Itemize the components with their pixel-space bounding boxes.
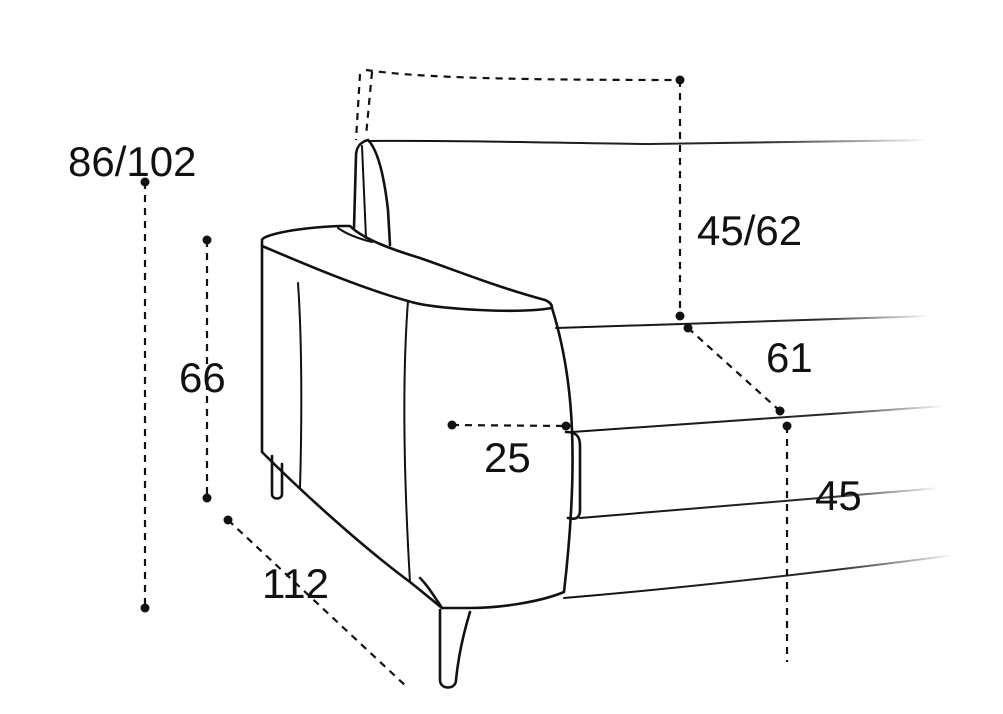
seat-height-label: 45 (815, 472, 862, 519)
seat-front-bottom (579, 487, 941, 519)
sofa-drawing (260, 138, 956, 689)
dimension-labels: 86/102 66 112 45/62 61 25 45 (68, 138, 862, 607)
sofa-base-line (563, 554, 956, 599)
armrest-width-label: 25 (484, 434, 531, 481)
backrest-cushion (352, 138, 392, 247)
armrest-outer-side (260, 244, 444, 610)
armrest-seam-2 (403, 300, 411, 583)
seat-depth-dot-bottom (775, 406, 785, 416)
depth-dot (223, 515, 233, 525)
armrest-height-dot-bottom (202, 493, 212, 503)
seat-depth-label: 61 (766, 334, 813, 381)
total-height-dot-bottom (140, 603, 150, 613)
backrest-height-dot-top (675, 75, 685, 85)
backrest-top-line (369, 139, 931, 146)
seat-back-line (555, 315, 931, 329)
backrest-height-dot-bottom (675, 311, 685, 321)
backrest-height-label: 45/62 (697, 207, 802, 254)
armrest-width-dot-left (447, 420, 457, 430)
dimension-lines (140, 68, 792, 689)
depth-label: 112 (262, 560, 329, 607)
depth-line (227, 519, 409, 689)
total-height-dot-top (140, 177, 150, 187)
backrest-raised-outline (354, 68, 681, 141)
rear-leg (270, 454, 284, 500)
seat-cushion-side (564, 430, 582, 521)
front-leg (438, 608, 472, 689)
seat-height-dot-top (782, 421, 792, 431)
seat-front-top (571, 405, 946, 433)
armrest-width-dot-right (561, 421, 571, 431)
armrest-width-line (451, 423, 567, 428)
total-height-label: 86/102 (68, 138, 196, 185)
seat-depth-dot-top (683, 323, 693, 333)
armrest-top (260, 224, 554, 313)
armrest-height-dot-top (202, 235, 212, 245)
armrest-front-face (418, 306, 574, 610)
backrest-cushion-edge (361, 145, 367, 239)
armrest-top-crease (337, 227, 373, 243)
armrest-height-label: 66 (179, 354, 226, 401)
armrest-seam-1 (297, 282, 303, 489)
